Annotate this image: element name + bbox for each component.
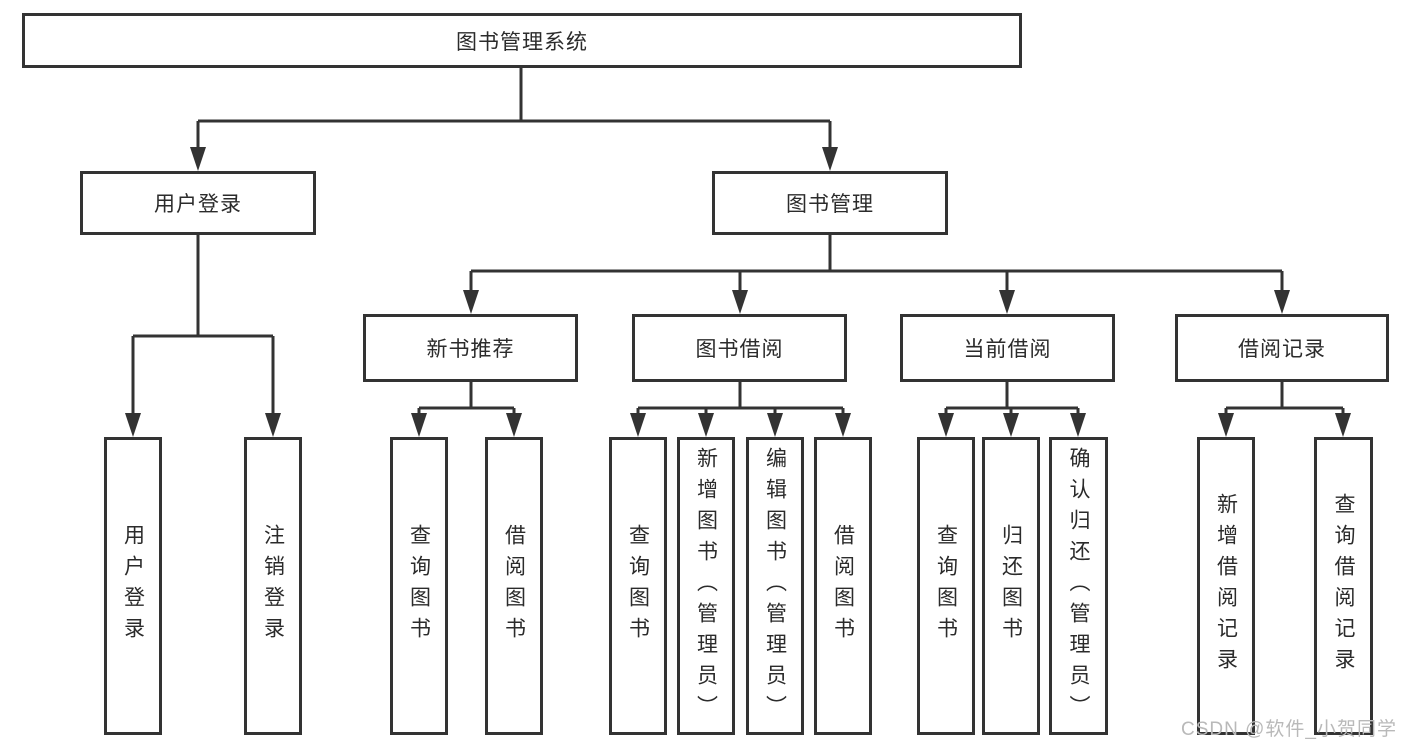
leaf-add-borrow-record-label: 新增借阅记录: [1214, 493, 1238, 679]
leaf-query-books-current: 查询图书: [917, 437, 975, 735]
leaf-return-books: 归还图书: [982, 437, 1040, 735]
leaf-query-books-recommend: 查询图书: [390, 437, 448, 735]
node-root: 图书管理系统: [22, 13, 1022, 68]
node-user-login: 用户登录: [80, 171, 316, 235]
node-new-book-recommend-label: 新书推荐: [426, 338, 515, 361]
leaf-logout-label: 注销登录: [261, 524, 285, 648]
leaf-query-borrow-record: 查询借阅记录: [1314, 437, 1373, 735]
node-borrow-records: 借阅记录: [1175, 314, 1389, 382]
leaf-confirm-return-admin-label: 确认归还（管理员）: [1067, 446, 1090, 726]
leaf-query-borrow-record-label: 查询借阅记录: [1332, 493, 1355, 679]
leaf-query-books-borrowing-label: 查询图书: [626, 524, 650, 648]
leaf-return-books-label: 归还图书: [999, 524, 1023, 648]
node-book-borrowing: 图书借阅: [632, 314, 847, 382]
node-book-management: 图书管理: [712, 171, 948, 235]
node-root-label: 图书管理系统: [456, 30, 588, 54]
leaf-add-book-admin: 新增图书（管理员）: [677, 437, 735, 735]
node-new-book-recommend: 新书推荐: [363, 314, 578, 382]
leaf-add-borrow-record: 新增借阅记录: [1197, 437, 1255, 735]
leaf-edit-book-admin: 编辑图书（管理员）: [746, 437, 804, 735]
leaf-borrow-books: 借阅图书: [814, 437, 872, 735]
node-current-borrowing-label: 当前借阅: [963, 338, 1052, 361]
leaf-query-books-current-label: 查询图书: [934, 524, 958, 648]
leaf-borrow-books-recommend-label: 借阅图书: [502, 524, 526, 648]
leaf-borrow-books-label: 借阅图书: [831, 524, 855, 648]
leaf-logout: 注销登录: [244, 437, 302, 735]
leaf-borrow-books-recommend: 借阅图书: [485, 437, 543, 735]
leaf-edit-book-admin-label: 编辑图书（管理员）: [763, 446, 787, 726]
leaf-user-login: 用户登录: [104, 437, 162, 735]
csdn-watermark: CSDN @软件_小贺同学: [1181, 719, 1397, 740]
leaf-confirm-return-admin: 确认归还（管理员）: [1049, 437, 1108, 735]
node-book-management-label: 图书管理: [786, 193, 874, 216]
node-user-login-label: 用户登录: [154, 193, 242, 216]
leaf-query-books-recommend-label: 查询图书: [407, 524, 431, 648]
node-book-borrowing-label: 图书借阅: [695, 338, 784, 361]
leaf-user-login-label: 用户登录: [121, 524, 145, 648]
node-current-borrowing: 当前借阅: [900, 314, 1115, 382]
leaf-query-books-borrowing: 查询图书: [609, 437, 667, 735]
node-borrow-records-label: 借阅记录: [1238, 338, 1326, 361]
leaf-add-book-admin-label: 新增图书（管理员）: [694, 446, 718, 726]
